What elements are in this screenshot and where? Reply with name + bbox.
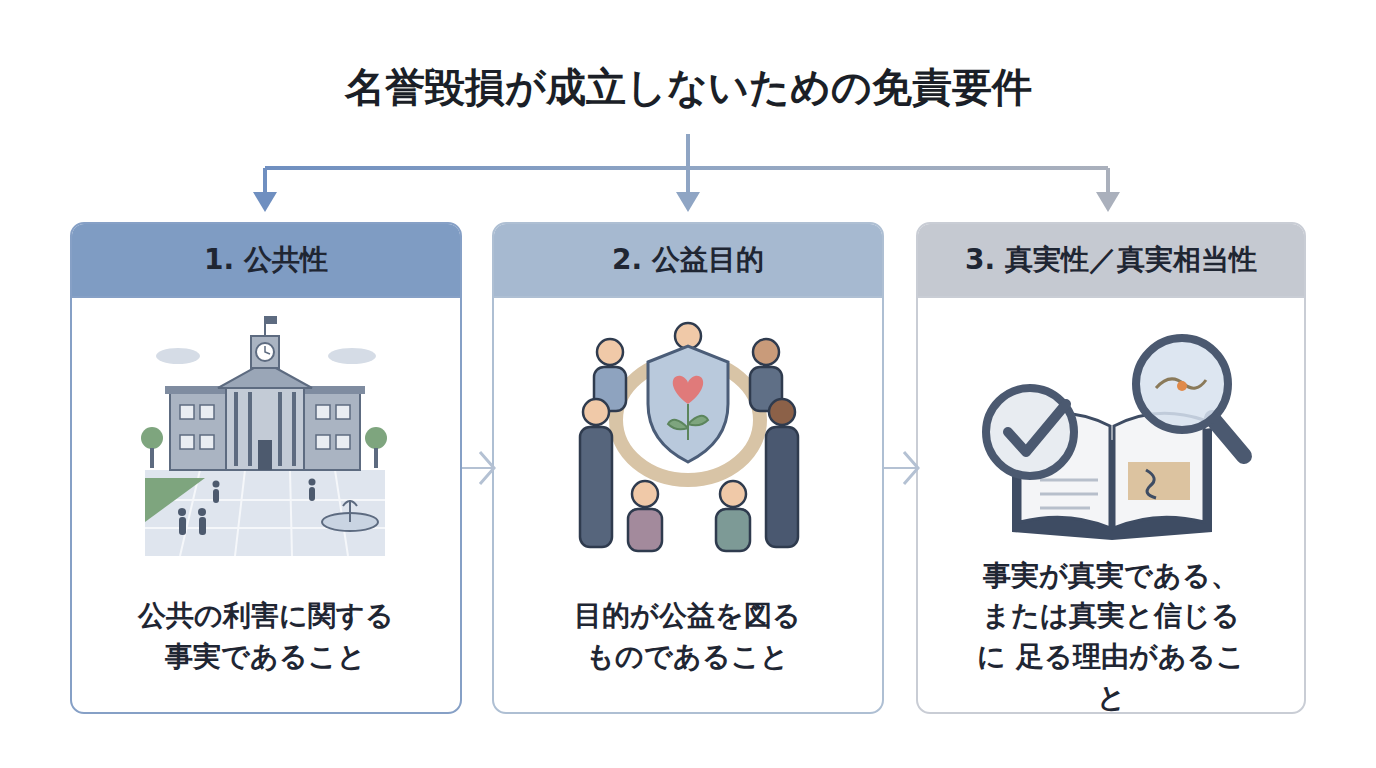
box-heading: 1. 公共性 bbox=[204, 241, 328, 279]
box-header: 2. 公益目的 bbox=[494, 224, 882, 298]
diagram-title: 名誉毀損が成立しないための免責要件 bbox=[0, 60, 1376, 115]
box-description: 事実が真実である、 または真実と信じるに 足る理由があること bbox=[968, 556, 1254, 714]
box-body: 事実が真実である、 または真実と信じるに 足る理由があること bbox=[918, 562, 1304, 712]
box-header: 1. 公共性 bbox=[72, 224, 460, 298]
box-header: 3. 真実性／真実相当性 bbox=[918, 224, 1304, 298]
box-heading: 3. 真実性／真実相当性 bbox=[965, 241, 1257, 279]
flow-chevron bbox=[884, 467, 916, 469]
requirement-box: 3. 真実性／真実相当性事実が真実である、 または真実と信じるに 足る理由がある… bbox=[916, 222, 1306, 714]
requirement-box: 1. 公共性公共の利害に関する 事実であること bbox=[70, 222, 462, 714]
box-description: 公共の利害に関する 事実であること bbox=[136, 596, 396, 677]
box-heading: 2. 公益目的 bbox=[612, 241, 764, 279]
requirement-box: 2. 公益目的目的が公益を図る ものであること bbox=[492, 222, 884, 714]
box-body: 目的が公益を図る ものであること bbox=[494, 562, 882, 712]
arrow-head bbox=[253, 192, 277, 212]
flow-chevron bbox=[462, 467, 492, 469]
arrow-head bbox=[676, 192, 700, 212]
box-body: 公共の利害に関する 事実であること bbox=[72, 562, 460, 712]
arrow-head bbox=[1096, 192, 1120, 212]
box-description: 目的が公益を図る ものであること bbox=[568, 596, 809, 677]
branch-line bbox=[265, 134, 1108, 196]
